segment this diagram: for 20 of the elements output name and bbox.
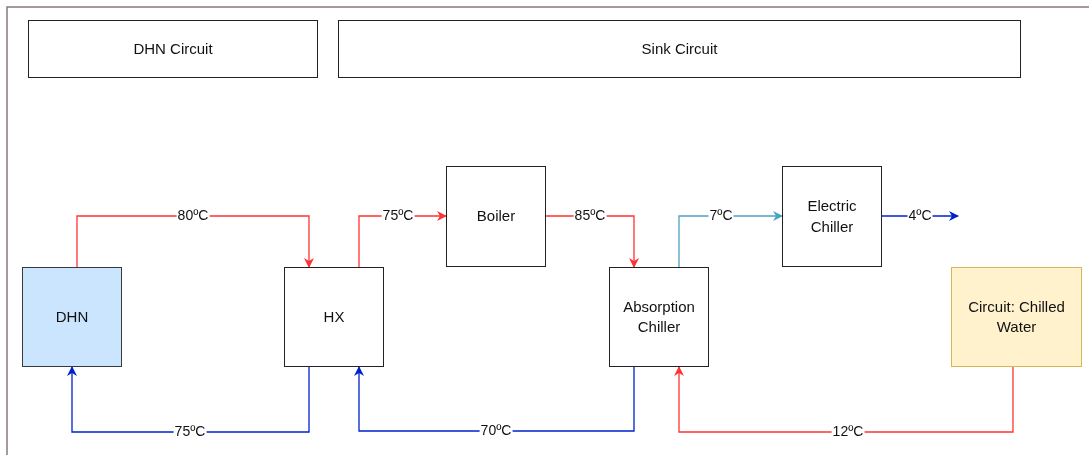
process-box	[22, 267, 122, 367]
process-box	[28, 20, 318, 78]
arrow	[76, 215, 314, 268]
process-box	[782, 166, 882, 267]
process-box	[284, 267, 384, 367]
node-label: HX	[322, 306, 346, 327]
process-box	[609, 267, 709, 367]
node-label: Boiler	[475, 206, 517, 227]
process-box	[338, 20, 1021, 78]
node-label: DHN Circuit	[132, 38, 214, 59]
node-label: Electric Chiller	[806, 196, 858, 237]
process-box	[951, 267, 1082, 367]
arrow	[674, 366, 1014, 433]
node-label: DHN	[54, 306, 90, 327]
process-box	[446, 166, 546, 267]
node-label: Sink Circuit	[640, 38, 719, 59]
node-label: Absorption Chiller	[622, 296, 696, 337]
arrow	[354, 366, 635, 432]
node-label: Circuit: Chilled Water	[967, 296, 1066, 337]
arrow	[67, 366, 310, 433]
